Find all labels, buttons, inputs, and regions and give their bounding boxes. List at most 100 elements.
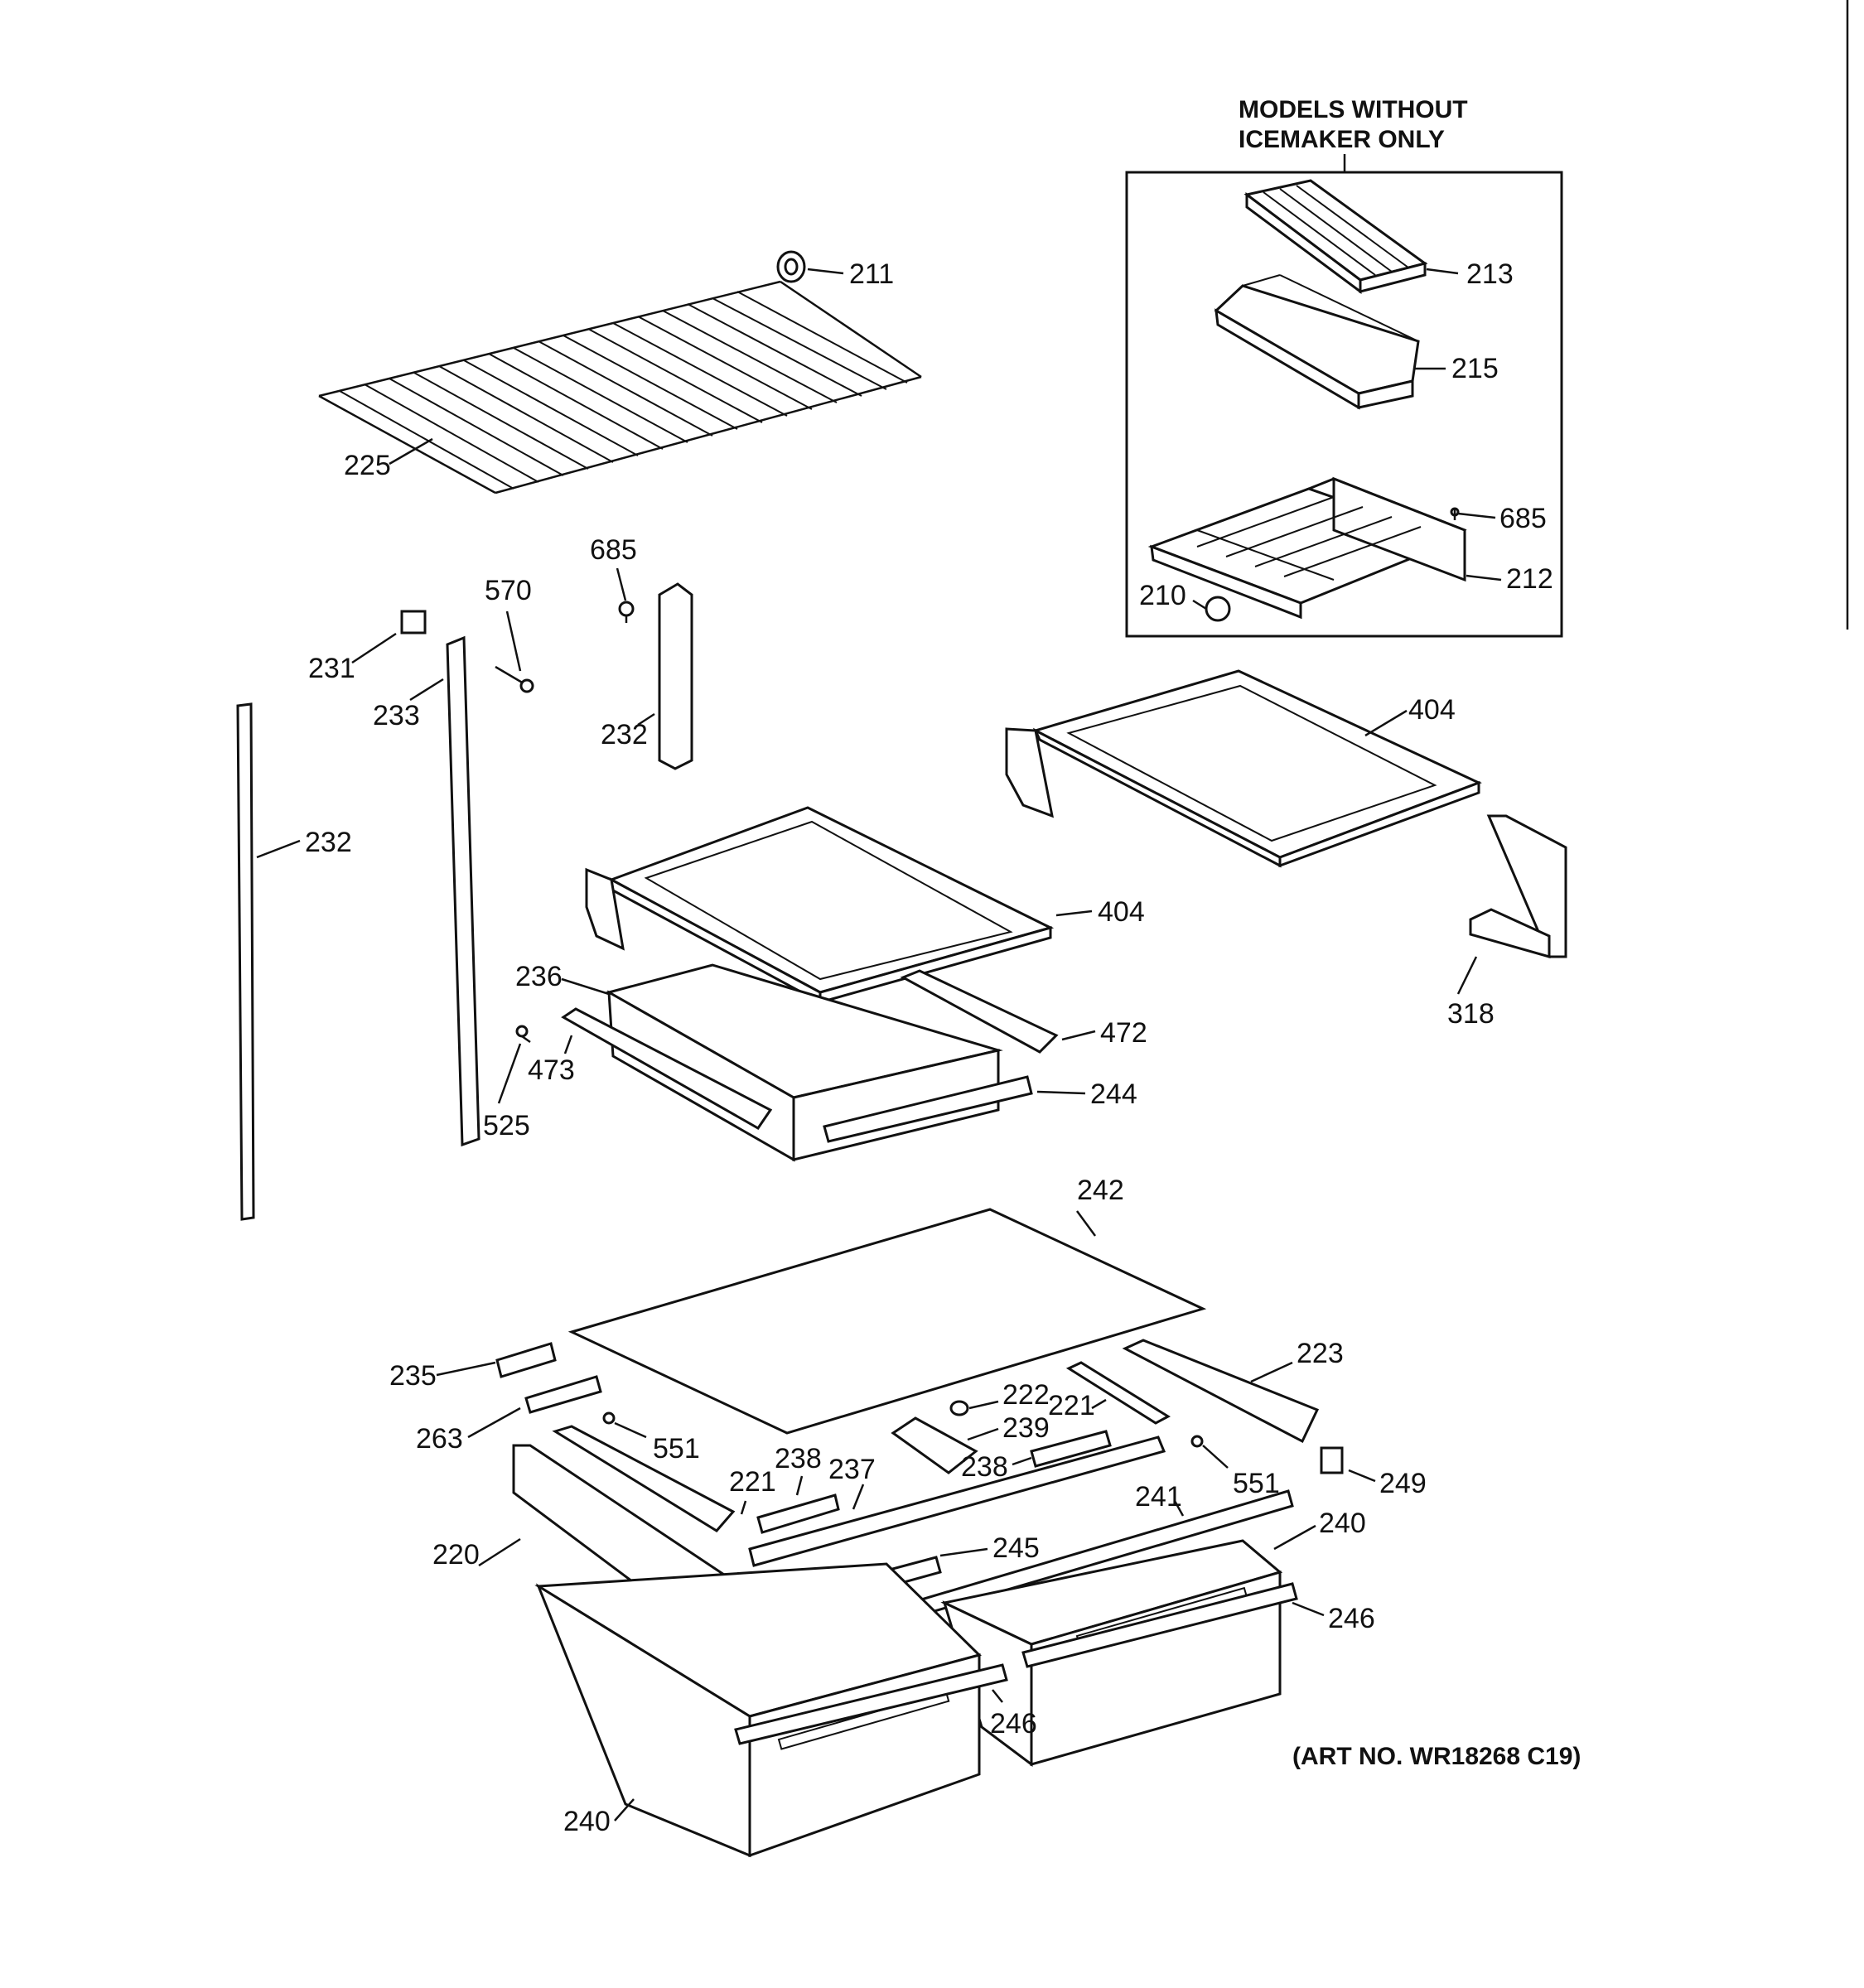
callout-212: 212 bbox=[1506, 563, 1553, 595]
part-525-screw[interactable] bbox=[515, 1025, 531, 1044]
leader-220 bbox=[478, 1537, 521, 1567]
callout-210: 210 bbox=[1139, 580, 1186, 611]
part-246-drawer-handle-left[interactable] bbox=[734, 1663, 1008, 1745]
leader-235 bbox=[436, 1361, 496, 1377]
callout-551-left: 551 bbox=[653, 1433, 700, 1464]
part-551-screw-right[interactable] bbox=[1190, 1435, 1204, 1448]
leader-213 bbox=[1426, 268, 1459, 275]
part-240-crisper-drawer-left[interactable] bbox=[534, 1562, 982, 1858]
callout-240-right: 240 bbox=[1319, 1508, 1366, 1539]
callout-318: 318 bbox=[1447, 998, 1495, 1030]
leader-685-inset bbox=[1457, 512, 1496, 519]
leader-232-left bbox=[256, 839, 301, 859]
callout-263: 263 bbox=[416, 1423, 463, 1455]
leader-244 bbox=[1036, 1090, 1086, 1095]
callout-241: 241 bbox=[1135, 1481, 1182, 1513]
callout-235: 235 bbox=[389, 1360, 437, 1392]
callout-244: 244 bbox=[1090, 1078, 1137, 1110]
inset-models-without-icemaker: MODELS WITHOUT ICEMAKER ONLY bbox=[1125, 96, 1563, 638]
inset-heading-line2: ICEMAKER ONLY bbox=[1239, 126, 1445, 153]
callout-238-left: 238 bbox=[775, 1443, 822, 1474]
leader-223 bbox=[1250, 1361, 1293, 1383]
leader-221-left bbox=[740, 1500, 747, 1515]
art-number: (ART NO. WR18268 C19) bbox=[1292, 1743, 1581, 1770]
leader-525 bbox=[497, 1043, 522, 1104]
callout-246-right: 246 bbox=[1328, 1603, 1375, 1634]
callout-232-mid: 232 bbox=[601, 719, 648, 750]
callout-551-right: 551 bbox=[1233, 1468, 1280, 1499]
leader-239 bbox=[967, 1427, 999, 1441]
callout-221-right: 221 bbox=[1048, 1390, 1095, 1421]
callout-685: 685 bbox=[590, 534, 637, 566]
leader-246-mid bbox=[992, 1689, 1003, 1703]
leader-225 bbox=[389, 437, 433, 466]
leader-473 bbox=[563, 1035, 573, 1054]
callout-240-left: 240 bbox=[563, 1806, 611, 1837]
part-244-drawer-handle[interactable] bbox=[823, 1075, 1033, 1143]
part-404-glass-shelf-left[interactable] bbox=[585, 806, 1055, 1005]
callout-232-left: 232 bbox=[305, 827, 352, 858]
part-472-slide-rail[interactable] bbox=[900, 969, 1059, 1054]
callout-213: 213 bbox=[1466, 258, 1514, 290]
part-404-glass-shelf-right[interactable] bbox=[1005, 669, 1482, 868]
callout-472: 472 bbox=[1100, 1017, 1147, 1049]
leader-551-left bbox=[614, 1421, 647, 1439]
part-231-clip[interactable] bbox=[400, 610, 427, 635]
part-223-drawer-support[interactable] bbox=[1122, 1339, 1320, 1444]
part-685-screw[interactable] bbox=[618, 601, 635, 623]
part-685-inset-screw[interactable] bbox=[1450, 507, 1460, 520]
part-225-wire-shelf[interactable] bbox=[318, 280, 922, 495]
part-318-bracket[interactable] bbox=[1469, 814, 1567, 958]
leader-472 bbox=[1061, 1030, 1096, 1041]
leader-221-right bbox=[1091, 1398, 1107, 1410]
part-238-cover-right[interactable] bbox=[1030, 1430, 1112, 1468]
part-215-ice-bin[interactable] bbox=[1214, 274, 1420, 410]
leader-233 bbox=[409, 678, 444, 702]
part-239-drawer-guide[interactable] bbox=[891, 1416, 978, 1474]
leader-249 bbox=[1348, 1469, 1376, 1483]
callout-223: 223 bbox=[1297, 1338, 1344, 1369]
part-473-slide-rail[interactable] bbox=[561, 1007, 773, 1130]
part-221-drawer-slide-right[interactable] bbox=[1065, 1361, 1171, 1425]
leader-241 bbox=[1173, 1500, 1185, 1517]
leader-240-right bbox=[1273, 1524, 1316, 1551]
part-237-crisper-frame-front[interactable] bbox=[748, 1436, 1166, 1567]
part-233-shelf-rail[interactable] bbox=[446, 635, 480, 1147]
part-210-fastener[interactable] bbox=[1192, 596, 1231, 622]
leader-211 bbox=[807, 268, 844, 275]
part-232-shelf-rail-left[interactable] bbox=[236, 702, 255, 1221]
callout-404-left: 404 bbox=[1098, 896, 1145, 928]
callout-236: 236 bbox=[515, 961, 563, 992]
callout-246-mid: 246 bbox=[990, 1708, 1037, 1740]
leader-240-left bbox=[614, 1798, 635, 1822]
callout-222: 222 bbox=[1002, 1379, 1050, 1411]
part-242-crisper-glass-panel[interactable] bbox=[567, 1208, 1207, 1435]
part-238-cover-left[interactable] bbox=[756, 1493, 840, 1534]
callout-215: 215 bbox=[1451, 353, 1499, 384]
part-246-drawer-handle-right[interactable] bbox=[1021, 1582, 1298, 1668]
leader-245 bbox=[939, 1547, 988, 1557]
part-213-ice-tray[interactable] bbox=[1243, 179, 1428, 294]
callout-249: 249 bbox=[1379, 1468, 1427, 1499]
callout-570: 570 bbox=[485, 575, 532, 606]
part-551-screw-left[interactable] bbox=[602, 1411, 616, 1425]
part-235-rail[interactable] bbox=[495, 1342, 557, 1378]
leader-212 bbox=[1466, 574, 1502, 581]
part-222-pin[interactable] bbox=[949, 1400, 969, 1416]
leader-246-right bbox=[1292, 1601, 1325, 1617]
part-570-screw[interactable] bbox=[495, 665, 534, 693]
leader-242 bbox=[1075, 1210, 1097, 1237]
part-212-icemaker-shelf[interactable] bbox=[1147, 476, 1467, 620]
callout-685-inset: 685 bbox=[1499, 503, 1547, 534]
leader-237 bbox=[852, 1484, 865, 1510]
part-249-clip[interactable] bbox=[1320, 1446, 1344, 1474]
part-221-drawer-slide-left[interactable] bbox=[552, 1425, 736, 1532]
part-232-shelf-rail-upper[interactable] bbox=[658, 582, 693, 770]
leader-685 bbox=[616, 567, 627, 601]
leader-263 bbox=[467, 1407, 521, 1439]
part-211-grommet[interactable] bbox=[776, 250, 806, 283]
part-263-rail[interactable] bbox=[524, 1375, 602, 1414]
callout-237: 237 bbox=[828, 1454, 876, 1485]
leader-236 bbox=[561, 977, 610, 996]
